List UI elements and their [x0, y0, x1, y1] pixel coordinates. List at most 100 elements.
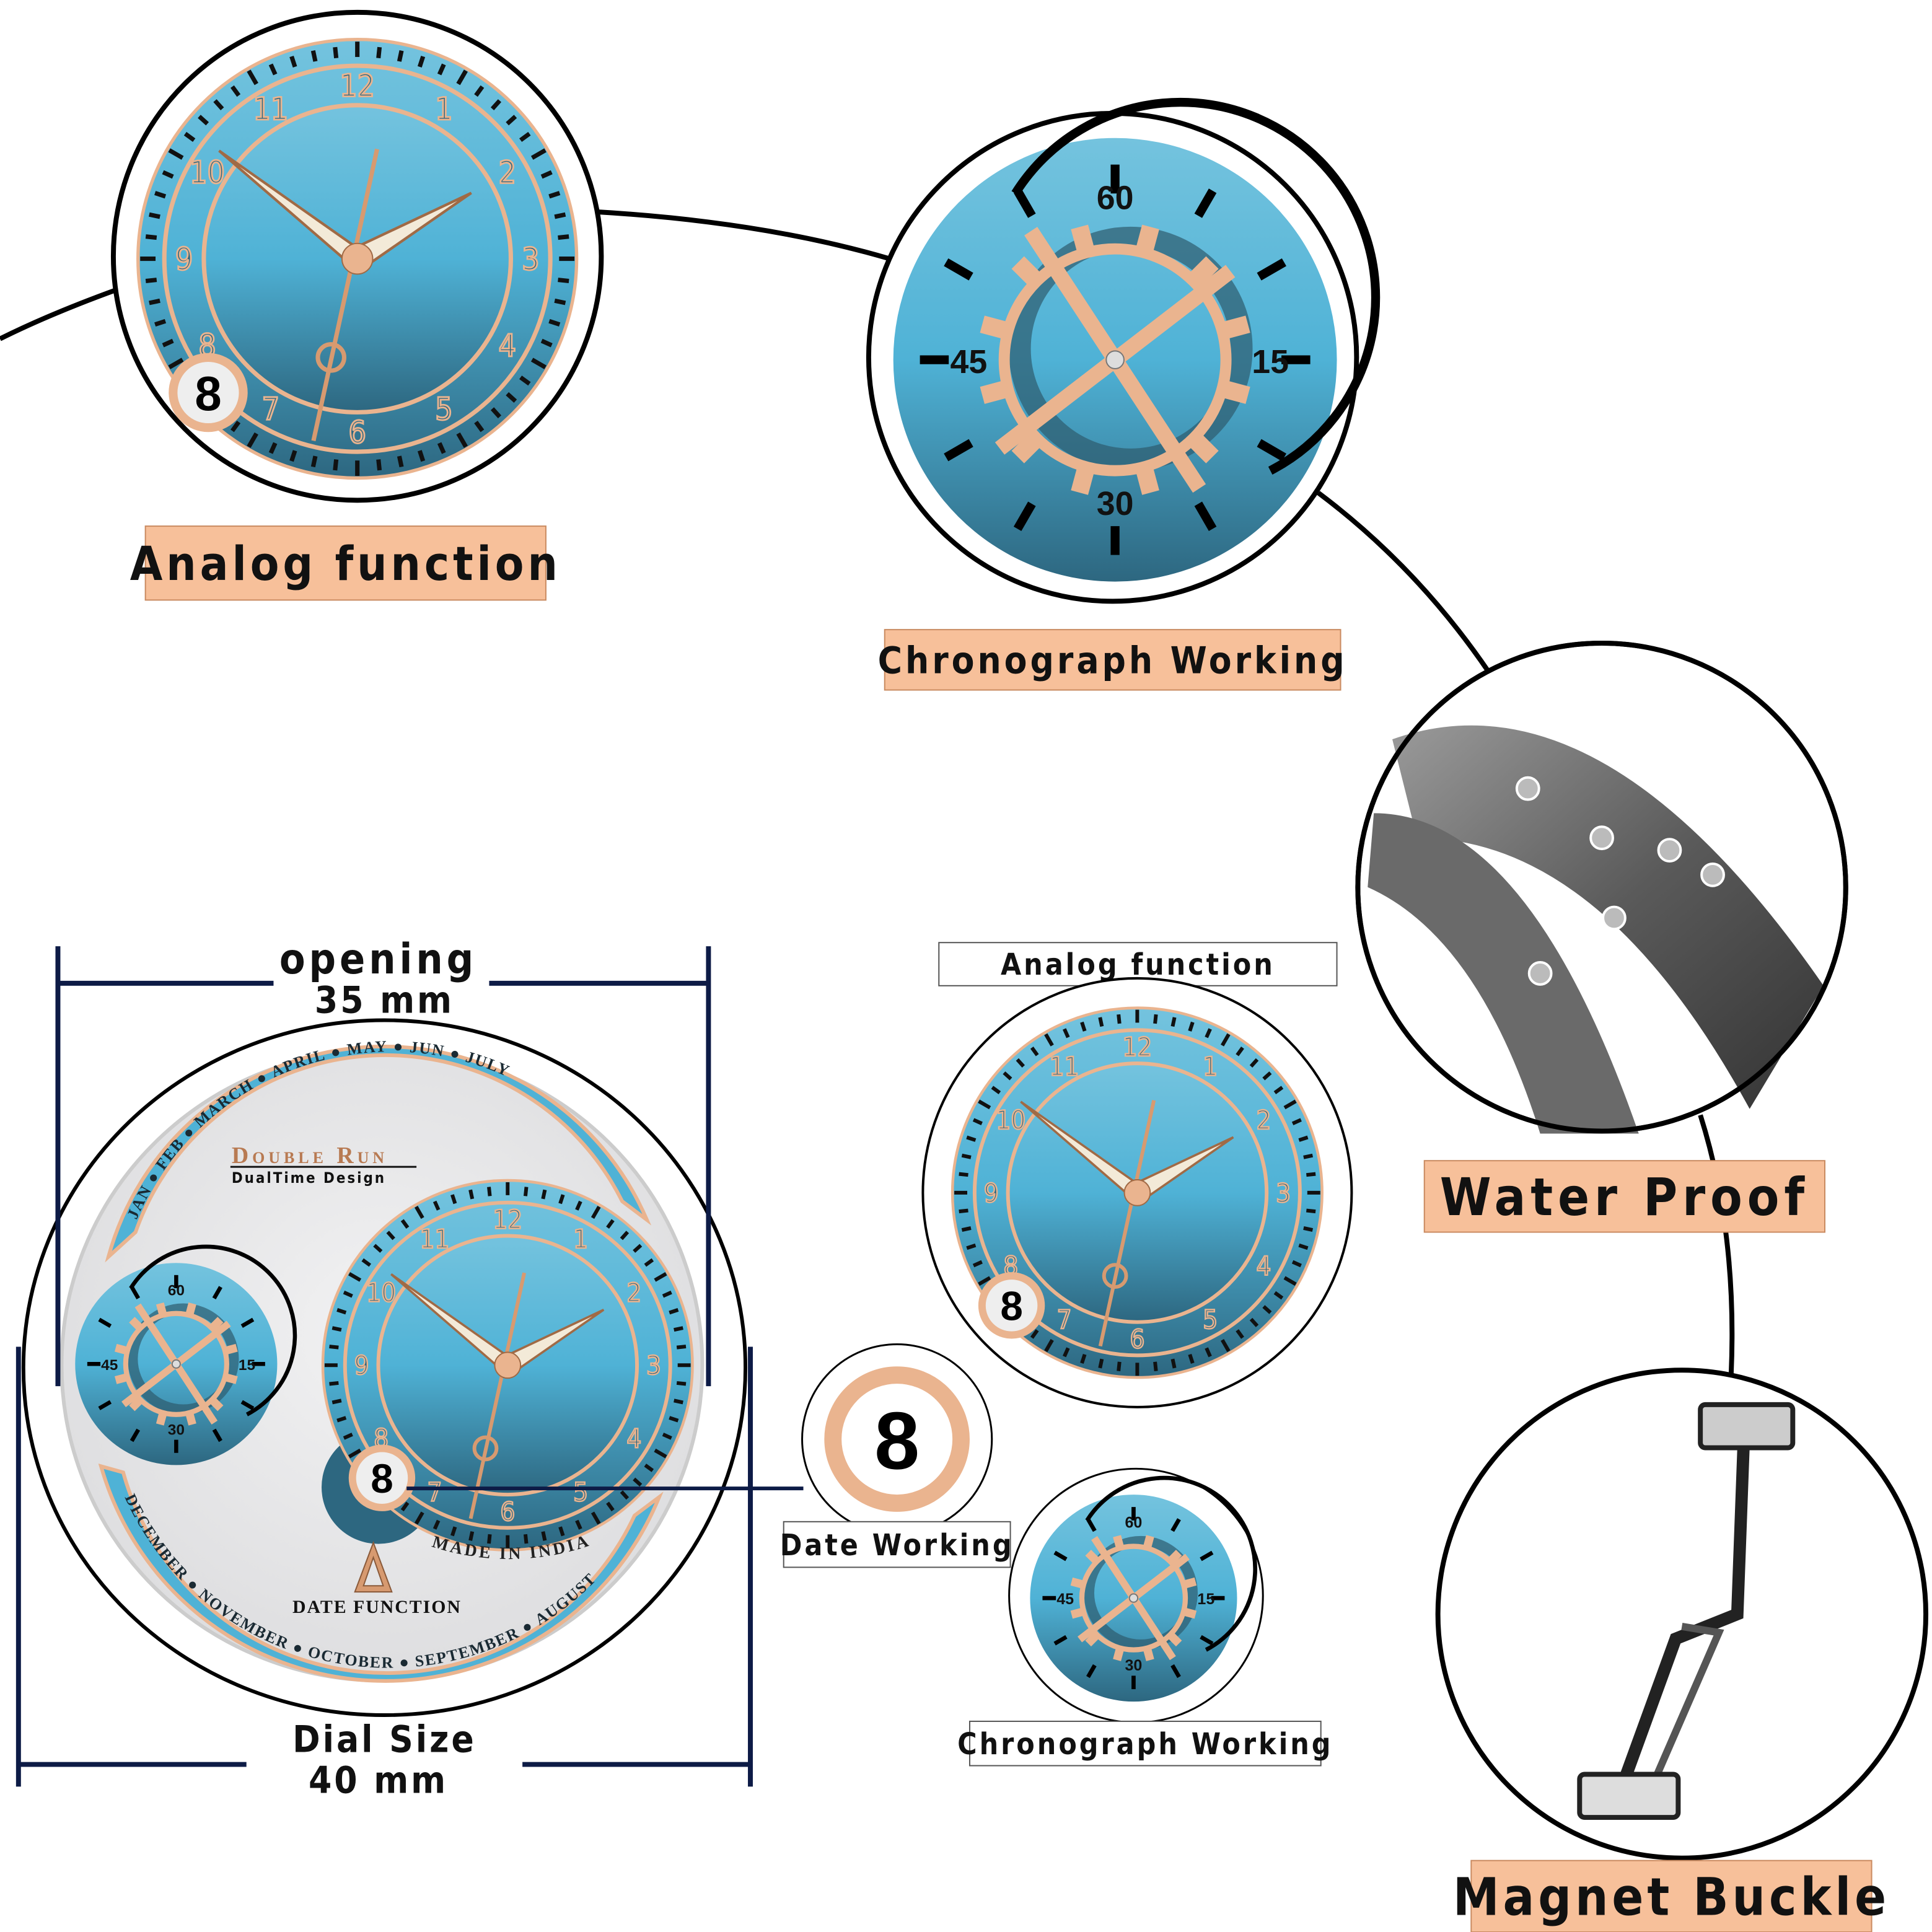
chrono-tick [212, 1286, 222, 1300]
hour-numeral: 7 [1057, 1304, 1072, 1335]
minute-tick [978, 1276, 991, 1286]
minute-tick [541, 1189, 547, 1200]
hour-numeral: 7 [427, 1477, 442, 1507]
minute-tick [329, 1381, 339, 1386]
minute-tick [1221, 1339, 1231, 1353]
analog-function-label: Analog function [130, 537, 561, 591]
minute-tick [456, 432, 468, 448]
minute-tick [361, 1258, 372, 1267]
hour-numeral: 1 [1203, 1052, 1218, 1082]
minute-tick [978, 1099, 991, 1110]
minute-tick [541, 1531, 547, 1541]
water-proof-label-box [1423, 1160, 1825, 1233]
minute-tick [386, 1231, 395, 1240]
minute-tick [145, 234, 157, 240]
minute-tick [400, 1219, 410, 1229]
hour-numeral: 9 [354, 1350, 369, 1381]
minute-tick [959, 1208, 968, 1214]
chrono-tick [1194, 501, 1217, 532]
dial-size-dimension [15, 1346, 753, 1787]
hour-numeral: 6 [1130, 1324, 1144, 1354]
hour-numeral: 12 [1123, 1032, 1153, 1062]
minute-tick [633, 1477, 643, 1487]
hour-numeral: 12 [340, 68, 375, 104]
water-strap-image [1368, 725, 1824, 1134]
minute-tick [1303, 1153, 1314, 1159]
minute-tick [1080, 1353, 1087, 1364]
chrono-numeral: 60 [1097, 179, 1134, 216]
hour-numeral: 2 [1257, 1105, 1271, 1135]
opening-value: 35 mm [315, 980, 454, 1022]
chrono-tick [240, 1317, 255, 1328]
gear-tooth [1135, 464, 1159, 495]
minute-tick [1016, 1058, 1025, 1068]
brand-tagline: DualTime Design [232, 1169, 386, 1187]
minute-tick [959, 1172, 968, 1177]
hour-numeral: 2 [626, 1277, 641, 1307]
gear-tooth [1182, 1577, 1197, 1589]
minute-tick [554, 298, 566, 305]
outer-ring [162, 63, 553, 454]
minute-tick [450, 1526, 457, 1537]
minute-tick [373, 1244, 383, 1253]
outer-ring [343, 1200, 672, 1530]
minute-tick [1205, 1028, 1212, 1038]
gear-tooth [1011, 432, 1043, 463]
minute-tick [149, 298, 160, 305]
chrono-numeral: 45 [1056, 1591, 1074, 1608]
chrono-tick [130, 1428, 141, 1442]
gear-tooth [115, 1343, 129, 1355]
minute-tick [966, 1135, 977, 1142]
water-zoom-border [1355, 641, 1848, 1134]
minute-tick [145, 278, 157, 283]
water-drop-icon [1700, 862, 1725, 887]
minute-tick [268, 63, 278, 76]
minute-tick [961, 1226, 972, 1232]
chrono-tick [1013, 188, 1036, 218]
gear-tooth [209, 1397, 224, 1412]
minute-tick [530, 148, 547, 160]
minute-tick [1298, 1135, 1309, 1142]
minute-tick [558, 1526, 565, 1537]
hour-numeral: 4 [1257, 1251, 1271, 1281]
minute-tick [1030, 1047, 1039, 1056]
minute-tick [1153, 1014, 1158, 1024]
minute-tick [1262, 1305, 1272, 1314]
minute-tick [198, 115, 209, 126]
magnet-buckle-image [1577, 1402, 1796, 1820]
chrono-tick [1086, 1664, 1097, 1679]
minute-tick [168, 148, 184, 160]
gear-tooth [1085, 1631, 1100, 1647]
date-working-label: Date Working [780, 1529, 1014, 1563]
opening-dimension [55, 946, 711, 1387]
minute-tick [332, 1326, 342, 1332]
minute-tick [674, 1326, 683, 1332]
minute-tick [575, 1519, 582, 1530]
chrono-arc [1011, 97, 1381, 475]
minute-tick [289, 55, 297, 68]
second-hand [311, 148, 379, 442]
hour-numeral: 12 [493, 1205, 522, 1235]
gear-tooth [1135, 224, 1159, 255]
minute-tick [1283, 1099, 1297, 1110]
minute-tick [162, 338, 174, 348]
chrono-numeral: 60 [168, 1282, 185, 1299]
chrono-tick [1257, 439, 1286, 462]
gear-tooth [1071, 224, 1096, 255]
minute-tick [474, 85, 485, 97]
minute-tick [1273, 1291, 1284, 1300]
minute-tick [162, 170, 174, 179]
minute-tick [606, 1219, 615, 1229]
hour-numeral: 11 [420, 1224, 450, 1254]
minute-tick [487, 1187, 492, 1197]
minute-tick [1170, 1017, 1177, 1027]
minute-tick [437, 63, 446, 76]
minute-tick [991, 1086, 1001, 1095]
hour-numeral: 11 [253, 91, 288, 127]
minute-tick [676, 1345, 687, 1350]
date-working-label-box [783, 1521, 1011, 1568]
minute-tick [1062, 1347, 1070, 1358]
